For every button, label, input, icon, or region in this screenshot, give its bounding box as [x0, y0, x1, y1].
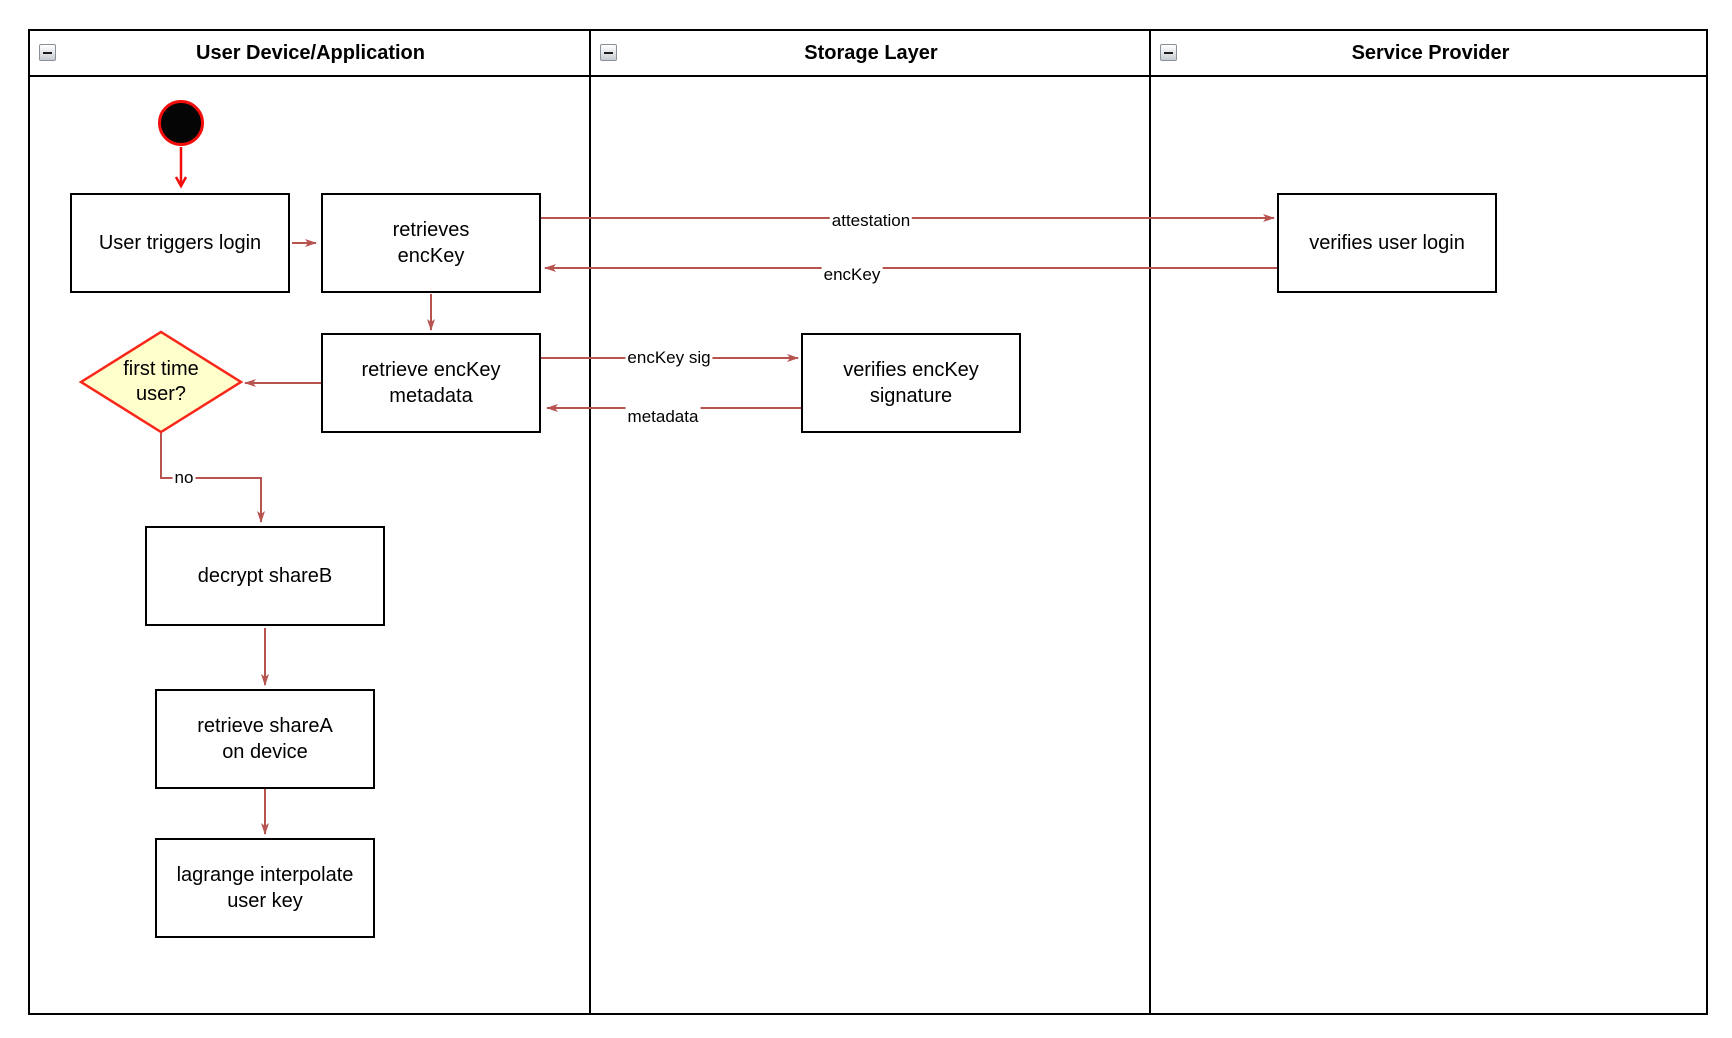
- lane-header-user-device[interactable]: User Device/Application: [30, 31, 591, 75]
- lane-header-storage-layer[interactable]: Storage Layer: [591, 31, 1151, 75]
- collapse-icon[interactable]: [600, 44, 617, 61]
- node-verifies-enckey-signature[interactable]: verifies encKey signature: [801, 333, 1021, 433]
- node-retrieve-enckey-metadata[interactable]: retrieve encKey metadata: [321, 333, 541, 433]
- node-label: retrieve encKey metadata: [361, 359, 501, 407]
- collapse-icon[interactable]: [39, 44, 56, 61]
- node-lagrange-interpolate[interactable]: lagrange interpolate user key: [155, 838, 375, 938]
- node-retrieve-sharea[interactable]: retrieve shareA on device: [155, 689, 375, 789]
- node-retrieves-enckey[interactable]: retrieves encKey: [321, 193, 541, 293]
- collapse-icon[interactable]: [1160, 44, 1177, 61]
- edge-label-enckey[interactable]: encKey: [821, 264, 883, 286]
- edge-label-no[interactable]: no: [172, 467, 196, 489]
- node-label: retrieve shareA on device: [197, 715, 333, 763]
- node-label: lagrange interpolate user key: [176, 864, 354, 912]
- start-node[interactable]: [158, 100, 204, 146]
- node-label: verifies user login: [1309, 232, 1465, 254]
- edge-label-enckey-sig[interactable]: encKey sig: [625, 347, 713, 369]
- lane-header-separator: [30, 75, 1706, 77]
- edge-no-branch[interactable]: [160, 433, 265, 523]
- lane-title: Service Provider: [1351, 41, 1510, 64]
- lane-title: User Device/Application: [196, 41, 425, 64]
- node-label: User triggers login: [98, 232, 262, 254]
- node-verifies-user-login[interactable]: verifies user login: [1277, 193, 1497, 293]
- node-label: decrypt shareB: [197, 565, 333, 587]
- lane-divider-1: [589, 31, 591, 1013]
- edge-label-attestation[interactable]: attestation: [829, 210, 913, 232]
- lane-header-service-provider[interactable]: Service Provider: [1151, 31, 1710, 75]
- node-label: verifies encKey signature: [843, 359, 979, 407]
- minus-icon: [43, 51, 52, 54]
- minus-icon: [604, 51, 613, 54]
- node-user-triggers-login[interactable]: User triggers login: [70, 193, 290, 293]
- node-label: retrieves encKey: [392, 219, 470, 267]
- lane-divider-2: [1149, 31, 1151, 1013]
- decision-label[interactable]: first time user?: [123, 358, 199, 405]
- lane-title: Storage Layer: [804, 41, 938, 64]
- decision-diamond[interactable]: [78, 330, 244, 434]
- minus-icon: [1164, 51, 1173, 54]
- edge-label-metadata[interactable]: metadata: [625, 406, 701, 428]
- node-decrypt-shareb[interactable]: decrypt shareB: [145, 526, 385, 626]
